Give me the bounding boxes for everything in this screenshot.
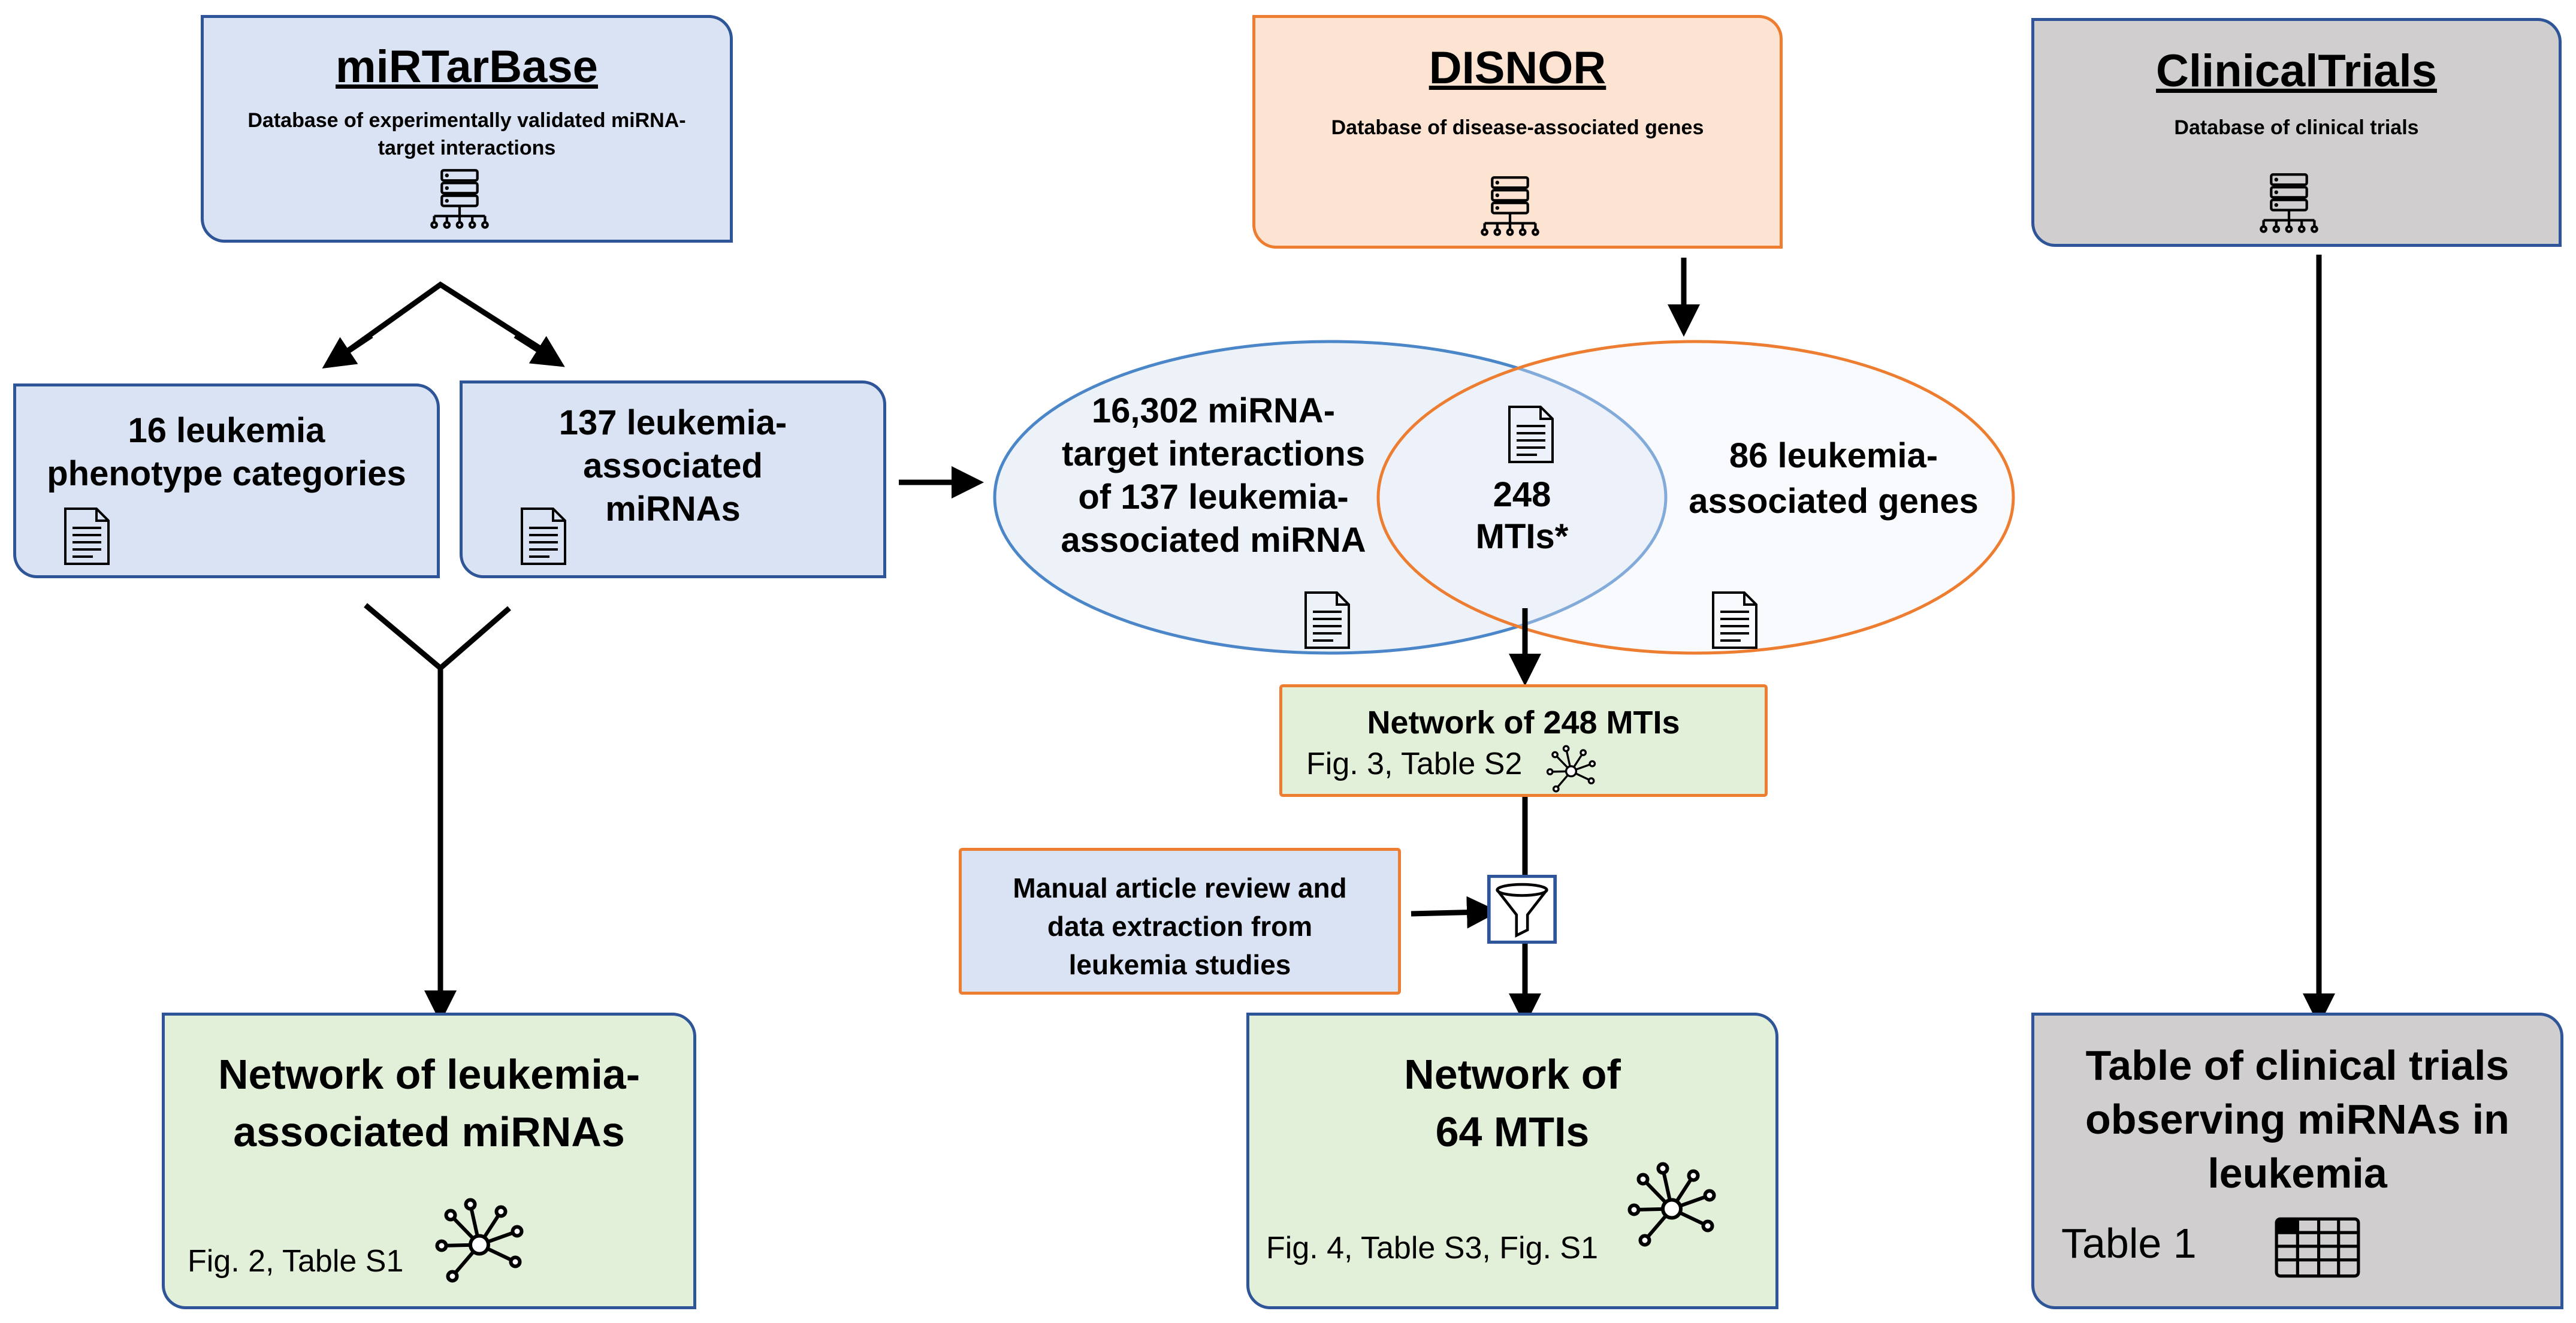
phenotype-line1: 16 leukemia xyxy=(128,411,325,450)
mirtarbase-title: miRTarBase xyxy=(336,41,598,92)
venn-left-line2: target interactions xyxy=(1062,434,1365,473)
clinicaltrials-title: ClinicalTrials xyxy=(2156,46,2437,96)
venn-right-line2: associated genes xyxy=(1689,482,1979,521)
merge-connector xyxy=(364,603,511,672)
network-icon xyxy=(1546,744,1596,794)
network-icon xyxy=(431,1195,527,1285)
venn-overlap-label: 248 MTIs* xyxy=(1438,473,1606,569)
network-left-line1: Network of leukemia- xyxy=(218,1051,641,1098)
mirnas-line3: miRNAs xyxy=(605,490,741,528)
network-64-box: Network of 64 MTIs Fig. 4, Table S3, Fig… xyxy=(1246,1013,1778,1309)
network-64-line1: Network of xyxy=(1404,1051,1621,1098)
phenotype-categories-box: 16 leukemia phenotype categories xyxy=(13,383,440,578)
phenotype-line2: phenotype categories xyxy=(47,454,406,493)
venn-left-label: 16,302 miRNA- target interactions of 137… xyxy=(1019,389,1408,569)
document-icon xyxy=(63,506,111,566)
arrow-to-phenotype xyxy=(322,333,373,368)
network-left-ref: Fig. 2, Table S1 xyxy=(188,1244,404,1279)
network-64-ref: Fig. 4, Table S3, Fig. S1 xyxy=(1266,1231,1598,1265)
table-line2: observing miRNAs in xyxy=(2085,1096,2509,1143)
network-248-box: Network of 248 MTIs Fig. 3, Table S2 xyxy=(1279,684,1768,797)
mirtarbase-subtitle-line2: target interactions xyxy=(378,137,556,159)
disnor-subtitle: Database of disease-associated genes xyxy=(1331,116,1704,139)
venn-right-ellipse xyxy=(1376,340,2015,655)
review-line2: data extraction from xyxy=(1047,911,1313,942)
document-icon xyxy=(520,506,567,566)
database-icon xyxy=(428,168,491,231)
clinicaltrials-subtitle: Database of clinical trials xyxy=(2174,116,2419,139)
clinical-trials-table-box: Table of clinical trials observing miRNA… xyxy=(2031,1013,2563,1309)
network-left-line2: associated miRNAs xyxy=(233,1108,625,1155)
venn-left-ellipse xyxy=(993,340,1668,655)
table-line3: leukemia xyxy=(2207,1150,2387,1197)
venn-right-label: 86 leukemia- associated genes xyxy=(1666,434,2001,536)
review-line3: leukemia studies xyxy=(1068,949,1291,980)
mirnas-line1: 137 leukemia- xyxy=(558,403,787,442)
review-line1: Manual article review and xyxy=(1013,872,1347,904)
manual-review-box: Manual article review and data extractio… xyxy=(959,848,1401,995)
clinicaltrials-box: ClinicalTrials Database of clinical tria… xyxy=(2031,18,2562,247)
mirtarbase-subtitle-line1: Database of experimentally validated miR… xyxy=(247,109,686,132)
document-icon xyxy=(1711,590,1759,650)
table-line1: Table of clinical trials xyxy=(2085,1042,2509,1089)
leukemia-mirnas-box: 137 leukemia- associated miRNAs xyxy=(460,380,886,578)
mirnas-line2: associated xyxy=(583,446,763,485)
venn-left-line1: 16,302 miRNA- xyxy=(1091,391,1336,430)
database-icon xyxy=(1478,175,1542,238)
venn-right-line1: 86 leukemia- xyxy=(1729,436,1938,475)
database-icon xyxy=(2257,172,2321,235)
network-icon xyxy=(1624,1159,1720,1249)
document-icon xyxy=(1303,590,1351,650)
disnor-box: DISNOR Database of disease-associated ge… xyxy=(1252,15,1783,249)
venn-left-line4: associated miRNA xyxy=(1061,521,1366,560)
venn-overlap-line2: MTIs* xyxy=(1475,517,1569,556)
table-ref: Table 1 xyxy=(2061,1220,2197,1267)
split-connector xyxy=(334,281,550,362)
network-248-ref: Fig. 3, Table S2 xyxy=(1306,747,1523,781)
arrow-review-to-funnel xyxy=(1411,896,1499,929)
table-icon xyxy=(2274,1216,2361,1279)
network-leukemia-mirnas-box: Network of leukemia- associated miRNAs F… xyxy=(162,1013,696,1309)
venn-overlap-line1: 248 xyxy=(1493,475,1551,514)
disnor-title: DISNOR xyxy=(1429,43,1606,93)
document-icon xyxy=(1507,404,1555,464)
network-64-line2: 64 MTIs xyxy=(1435,1108,1590,1155)
funnel-icon xyxy=(1485,875,1559,944)
venn-left-line3: of 137 leukemia- xyxy=(1078,478,1349,516)
mirtarbase-box: miRTarBase Database of experimentally va… xyxy=(201,15,733,243)
network-248-title: Network of 248 MTIs xyxy=(1367,705,1680,741)
arrow-to-mirnas xyxy=(514,333,565,367)
